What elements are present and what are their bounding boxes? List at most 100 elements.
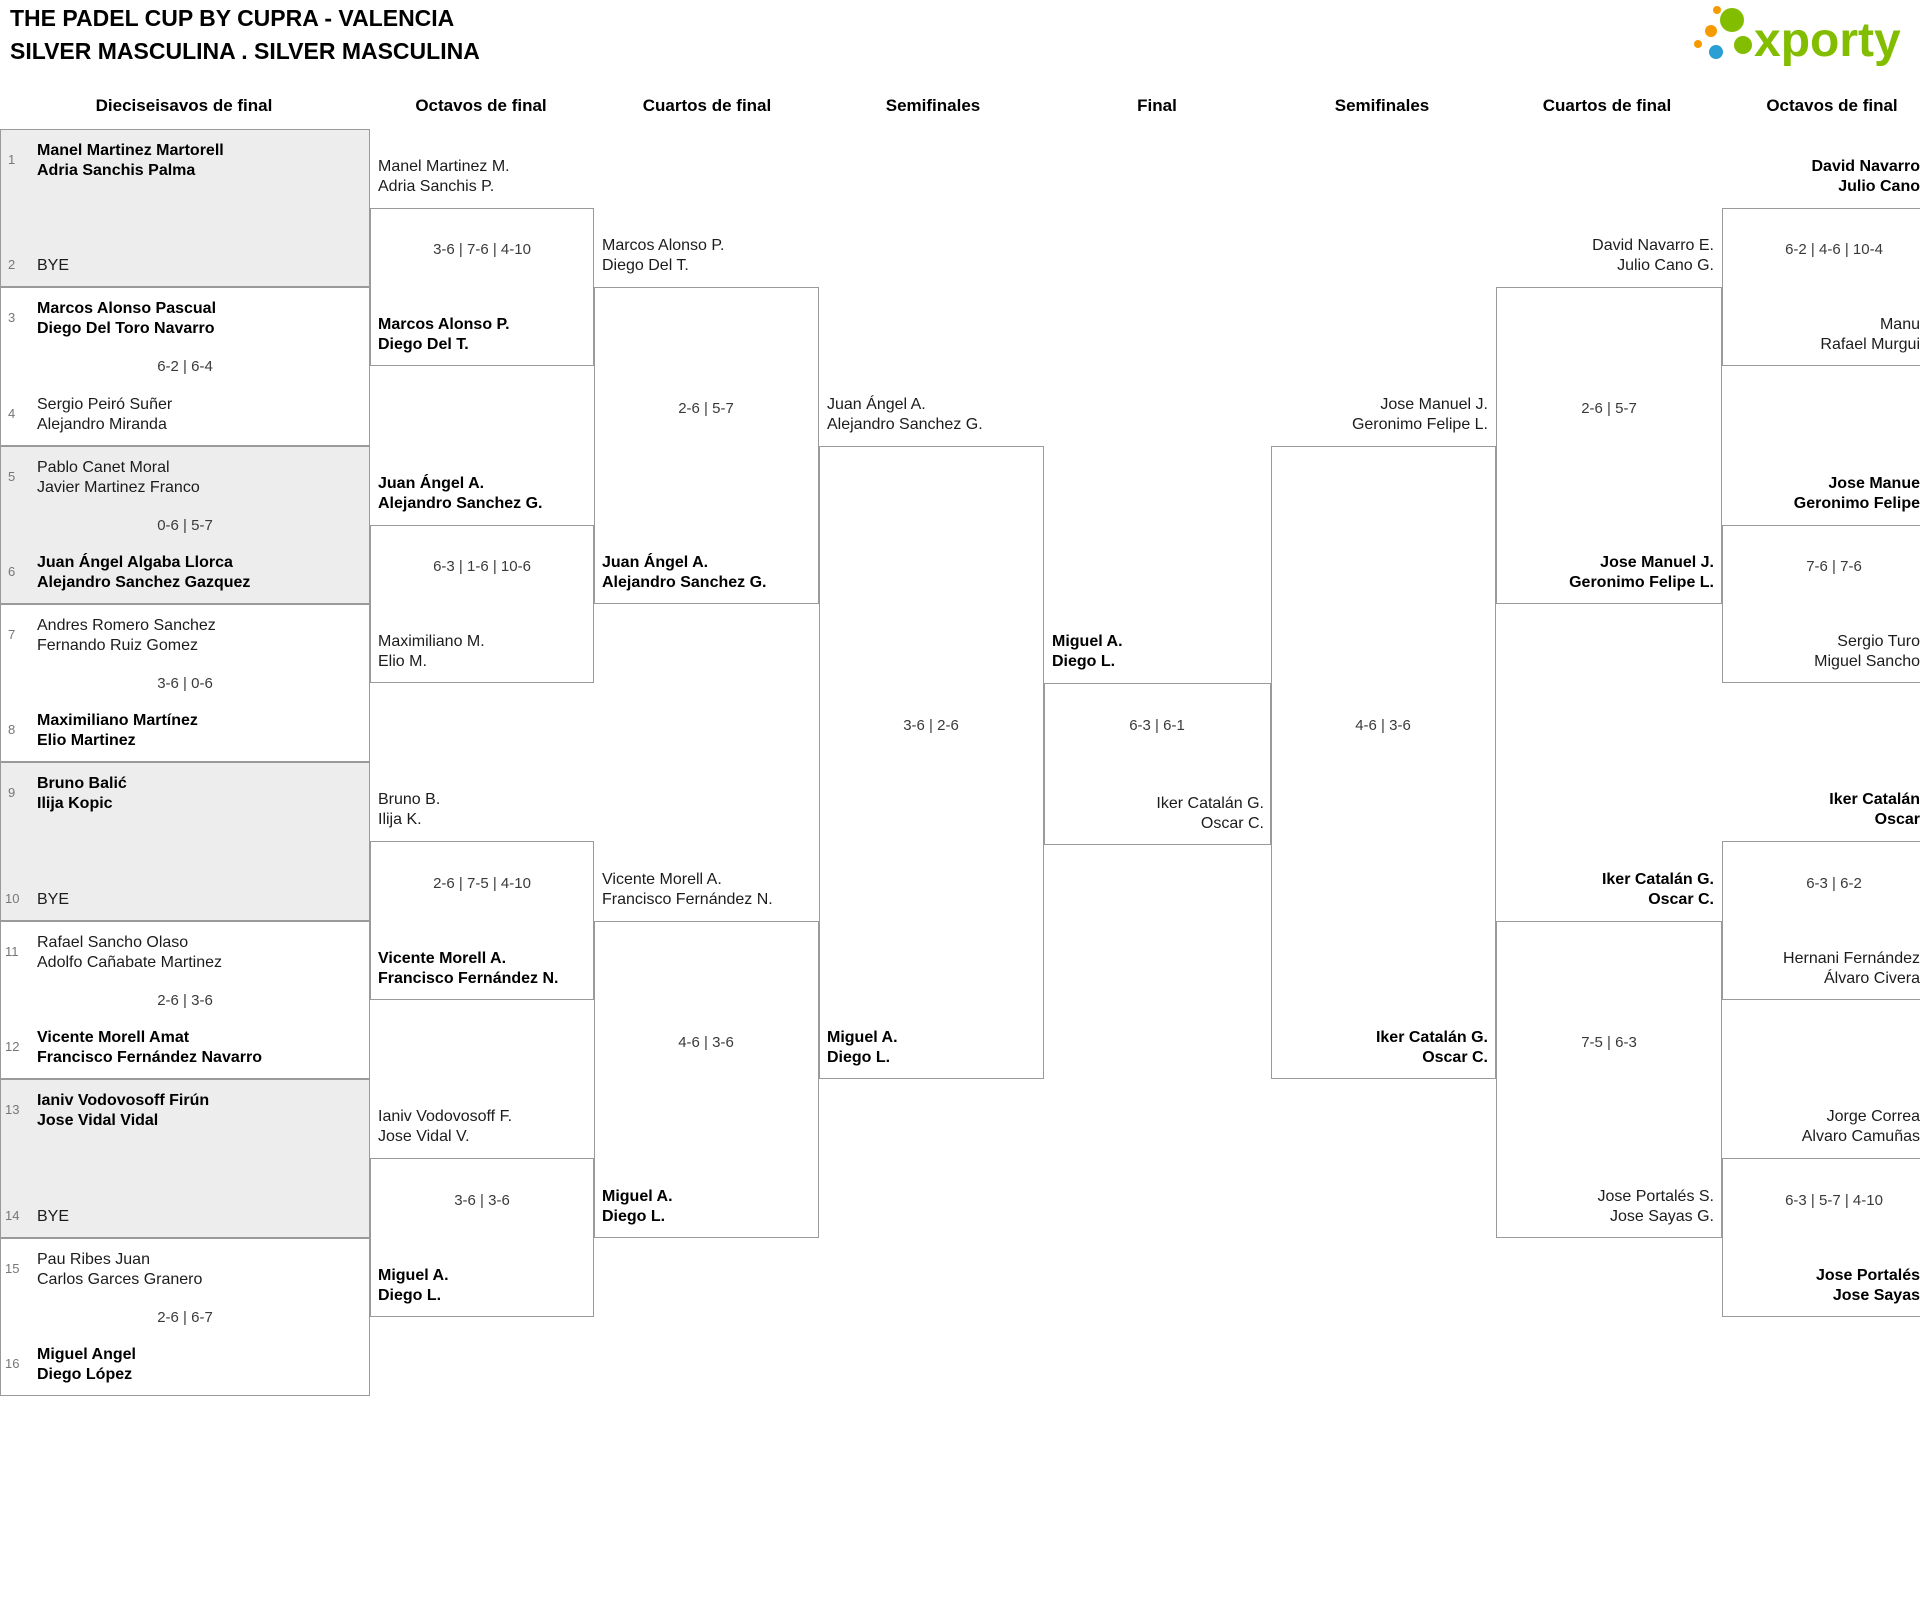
player-line: Juan Ángel A. xyxy=(827,396,926,413)
player-line: Sergio Turo xyxy=(1837,633,1920,650)
team-names: Jose Manuel J. Geronimo Felipe L. xyxy=(1569,553,1714,592)
team-names: Juan Ángel A. Alejandro Sanchez G. xyxy=(602,553,766,592)
match-score: 3-6 | 0-6 xyxy=(157,675,213,692)
match-score: 4-6 | 3-6 xyxy=(1355,717,1411,734)
player-line: Juan Ángel Algaba Llorca xyxy=(37,554,233,571)
round-header-r16-left: Octavos de final xyxy=(415,96,547,115)
match-score: 3-6 | 2-6 xyxy=(903,717,959,734)
player-line: Ianiv Vodovosoff Firún xyxy=(37,1092,210,1109)
player-line: Jose Portalés S. xyxy=(1597,1188,1715,1205)
team-names: Ianiv Vodovosoff F. Jose Vidal V. xyxy=(378,1107,512,1146)
r32-pair-box xyxy=(0,287,370,446)
player-line: Miguel A. xyxy=(378,1267,449,1284)
player-line: Marcos Alonso P. xyxy=(378,316,510,333)
seed-number: 10 xyxy=(5,891,20,906)
player-line: Jose Manuel J. xyxy=(1600,554,1714,571)
player-line: Ilija Kopic xyxy=(37,794,113,812)
xporty-logo[interactable]: xporty xyxy=(1686,0,1920,72)
player-line: Marcos Alonso P. xyxy=(602,237,725,254)
player-line: Miguel A. xyxy=(827,1029,898,1046)
seed-number: 11 xyxy=(5,944,19,959)
match-score: 7-6 | 7-6 xyxy=(1806,558,1862,575)
player-line: Miguel Sancho xyxy=(1814,652,1920,670)
r32-pair-box xyxy=(0,1238,370,1396)
player-line: Oscar C. xyxy=(1648,890,1714,908)
player-line: Elio M. xyxy=(378,652,427,670)
team-names: Miguel A.Diego L. xyxy=(827,1028,898,1067)
team-names: Miguel A.Diego L. xyxy=(602,1187,673,1226)
category-title: SILVER MASCULINA . SILVER MASCULINA xyxy=(10,38,480,64)
player-line: Ianiv Vodovosoff F. xyxy=(378,1108,513,1125)
player-line: Diego L. xyxy=(378,1286,442,1304)
logo-dot-orange-left xyxy=(1694,40,1702,48)
r32-pair-box xyxy=(0,921,370,1079)
player-line: David Navarro xyxy=(1811,158,1920,175)
player-line: Vicente Morell A. xyxy=(378,950,507,967)
player-line: Pablo Canet Moral xyxy=(37,459,170,476)
player-line: Alejandro Sanchez G. xyxy=(827,415,983,433)
player-line: Bruno B. xyxy=(378,791,441,808)
player-line: Alejandro Sanchez G. xyxy=(602,573,767,591)
team-names: Manel Martinez M.Adria Sanchis P. xyxy=(378,157,510,196)
team-names: Marcos Alonso P.Diego Del T. xyxy=(378,315,510,354)
team-names: Iker Catalán G.Oscar C. xyxy=(1376,1028,1488,1067)
player-line: Geronimo Felipe L. xyxy=(1569,573,1714,591)
match-score: 6-3 | 5-7 | 4-10 xyxy=(1785,1192,1883,1209)
match-score: 2-6 | 6-7 xyxy=(157,1309,213,1326)
round-header-sf-right: Semifinales xyxy=(1334,96,1430,115)
match-box-r16-right xyxy=(1722,525,1920,683)
player-line: Elio Martinez xyxy=(37,731,136,749)
player-line: Oscar xyxy=(1874,810,1920,828)
player-line: Adolfo Cañabate Martinez xyxy=(37,953,222,971)
seed-number: 15 xyxy=(5,1261,20,1276)
team-names: Jose Manuel J.Geronimo Felipe L. xyxy=(1352,395,1488,434)
match-box-final xyxy=(1044,683,1271,845)
match-score: 2-6 | 5-7 xyxy=(1581,400,1637,417)
seed-number: 8 xyxy=(8,722,16,737)
player-line: BYE xyxy=(37,891,70,908)
seed-number: 9 xyxy=(8,785,16,800)
player-line: Vicente Morell Amat xyxy=(37,1029,190,1046)
player-line: Alejandro Sanchez G. xyxy=(378,494,543,512)
logo-dot-orange-top xyxy=(1713,6,1721,14)
match-score: 3-6 | 3-6 xyxy=(454,1192,510,1209)
team-names: BYE xyxy=(37,1207,69,1227)
logo-dot-orange-mid xyxy=(1705,25,1717,37)
team-names: Vicente Morell A.Francisco Fernández N. xyxy=(602,870,773,909)
match-score: 6-3 | 6-1 xyxy=(1129,717,1185,734)
match-score: 7-5 | 6-3 xyxy=(1581,1034,1637,1051)
player-line: Rafael Murgui xyxy=(1820,335,1920,353)
team-names: BYE xyxy=(37,890,69,910)
player-line: Alejandro Sanchez Gazquez xyxy=(37,573,251,591)
player-line: Juan Ángel A. xyxy=(602,554,709,571)
team-names: David Navarro E.Julio Cano G. xyxy=(1592,236,1714,275)
seed-number: 3 xyxy=(8,310,16,325)
player-line: Jose Manue xyxy=(1828,475,1920,492)
player-line: Julio Cano xyxy=(1838,177,1920,195)
logo-dot-blue xyxy=(1709,45,1723,59)
player-line: Jose Vidal V. xyxy=(378,1127,470,1145)
seed-number: 6 xyxy=(8,564,16,579)
match-box-r16-left xyxy=(370,841,594,1000)
player-line: Miguel Angel xyxy=(37,1346,136,1363)
match-box-r16-left xyxy=(370,208,594,366)
seed-number: 4 xyxy=(8,406,16,421)
match-box-qf-right xyxy=(1496,921,1722,1238)
player-line: Alvaro Camuñas xyxy=(1801,1127,1920,1145)
match-score: 2-6 | 7-5 | 4-10 xyxy=(433,875,531,892)
player-line: David Navarro E. xyxy=(1592,237,1714,254)
round-header-final: Final xyxy=(1137,96,1177,115)
player-line: Manu xyxy=(1879,316,1920,333)
r32-pair-box xyxy=(0,604,370,762)
